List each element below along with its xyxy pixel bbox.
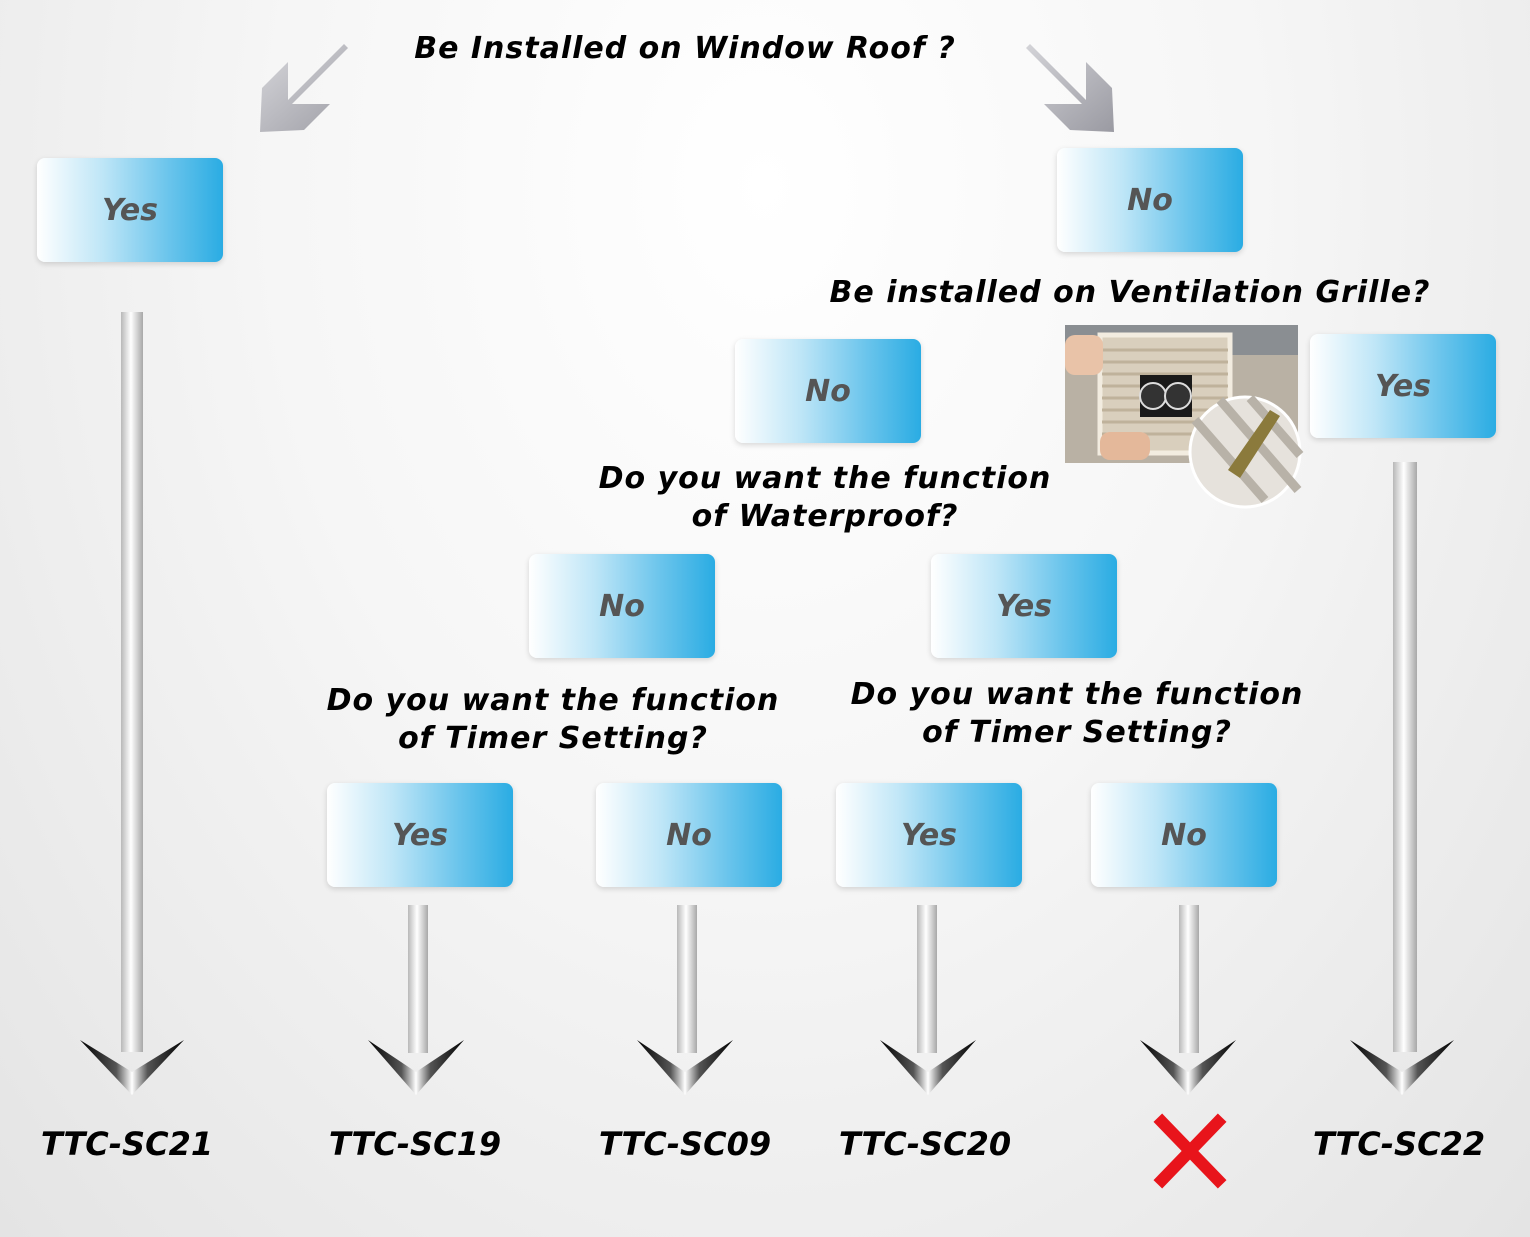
arrow-to-none [1140, 905, 1236, 1095]
question-ventilation-grille: Be installed on Ventilation Grille? [829, 275, 1431, 310]
answer-waterproof-yes: Yes [931, 554, 1117, 658]
arrow-top-left [260, 44, 362, 132]
answer-timer-left-no: No [596, 783, 782, 887]
ventilation-grille-photo [1065, 325, 1304, 509]
cross-icon [1153, 1113, 1227, 1189]
result-ttc-sc21: TTC-SC21 [40, 1125, 214, 1163]
answer-roof-no: No [1057, 148, 1243, 252]
answer-vent-no: No [735, 339, 921, 443]
arrow-to-sc20 [880, 905, 976, 1095]
question-waterproof-line1: Do you want the function [598, 461, 1052, 496]
arrow-to-sc19 [368, 905, 464, 1095]
arrow-to-sc21 [80, 312, 184, 1095]
answer-vent-yes: Yes [1310, 334, 1496, 438]
result-ttc-sc22: TTC-SC22 [1312, 1125, 1486, 1163]
answer-timer-left-yes: Yes [327, 783, 513, 887]
question-waterproof-line2: of Waterproof? [691, 499, 959, 534]
answer-roof-yes: Yes [37, 158, 223, 262]
result-ttc-sc09: TTC-SC09 [598, 1125, 772, 1163]
result-ttc-sc19: TTC-SC19 [328, 1125, 502, 1163]
question-timer-right-line2: of Timer Setting? [922, 715, 1232, 750]
arrow-to-sc09 [637, 905, 733, 1095]
result-ttc-sc20: TTC-SC20 [838, 1125, 1012, 1163]
question-timer-left-line1: Do you want the function [326, 683, 780, 718]
question-timer-left-line2: of Timer Setting? [398, 721, 708, 756]
answer-waterproof-no: No [529, 554, 715, 658]
answer-timer-right-yes: Yes [836, 783, 1022, 887]
question-window-roof: Be Installed on Window Roof ? [414, 31, 956, 66]
answer-timer-right-no: No [1091, 783, 1277, 887]
question-timer-right-line1: Do you want the function [850, 677, 1304, 712]
arrow-top-right [1012, 44, 1114, 132]
arrow-to-sc22 [1350, 462, 1454, 1095]
